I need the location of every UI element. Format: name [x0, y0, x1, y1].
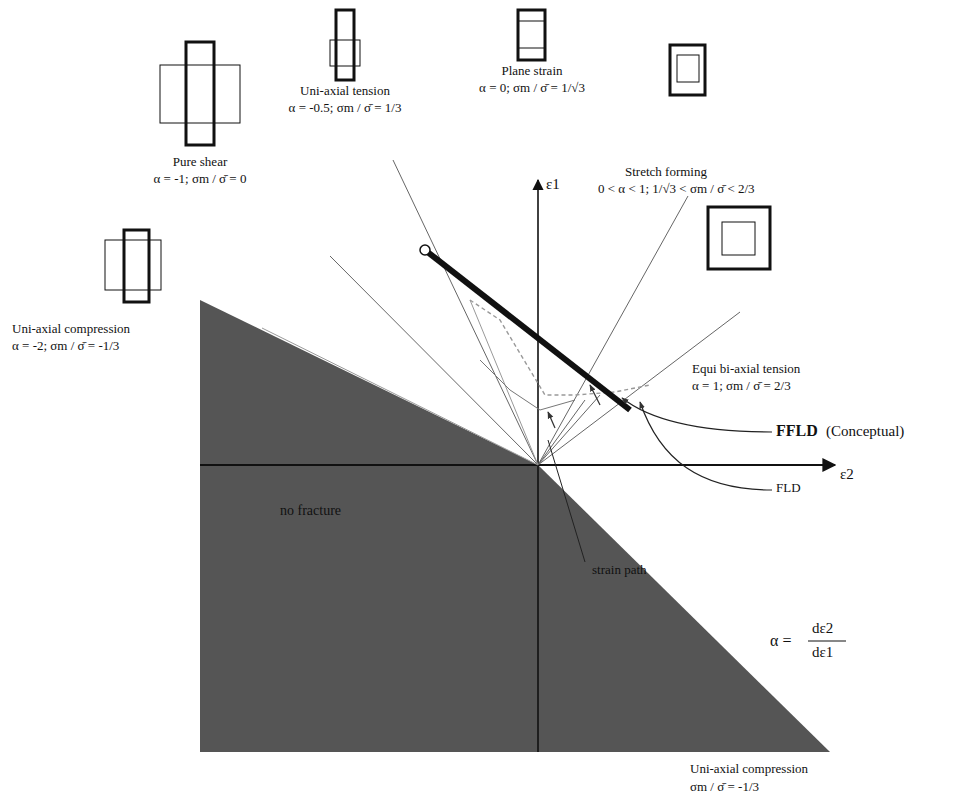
diagram-label: Uni-axial compression — [690, 762, 808, 777]
diagram-label: Pure shear — [173, 155, 228, 170]
diagram-label: α = 0; σm / σ̄ = 1/√3 — [479, 81, 585, 96]
diagram-label: α = -1; σm / σ̄ = 0 — [154, 172, 247, 187]
diagram-label: dε2 — [812, 620, 833, 637]
diagram-label: Equi bi-axial tension — [692, 362, 800, 377]
diagram-label: (Conceptual) — [826, 423, 904, 440]
diagram-label: ε1 — [546, 176, 560, 193]
diagram-label: dε1 — [812, 644, 833, 661]
diagram-label: strain path — [592, 563, 647, 578]
diagram-label: FLD — [776, 481, 801, 496]
diagram-label: Plane strain — [501, 64, 562, 79]
diagram-label: Uni-axial compression — [12, 322, 130, 337]
diagram-label: α = -2; σm / σ̄ = -1/3 — [12, 339, 119, 354]
diagram-label: no fracture — [280, 503, 341, 519]
diagram-label: α = 1; σm / σ̄ = 2/3 — [692, 379, 791, 394]
diagram-label: FFLD — [776, 422, 818, 440]
diagram-label: Stretch forming — [625, 165, 707, 180]
diagram-label: Uni-axial tension — [300, 84, 390, 99]
diagram-label: α = -0.5; σm / σ̄ = 1/3 — [289, 101, 402, 116]
diagram-label: 0 < α < 1; 1/√3 < σm / σ̄ < 2/3 — [598, 182, 755, 197]
diagram-label: α = — [770, 632, 791, 650]
diagram-label: ε2 — [840, 466, 854, 483]
diagram-label: σm / σ̄ = -1/3 — [690, 780, 759, 795]
